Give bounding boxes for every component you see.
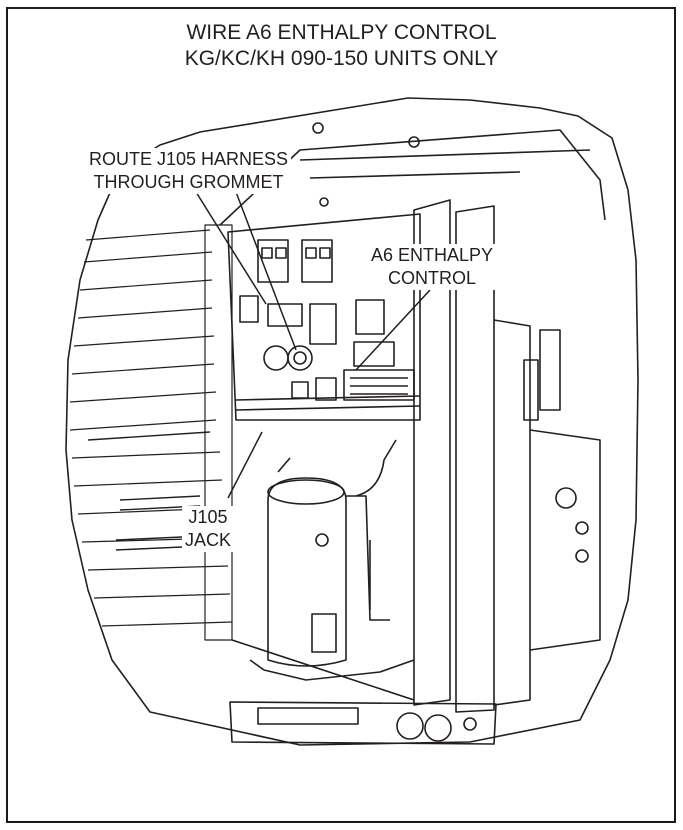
diagram-title-line-2: KG/KC/KH 090-150 UNITS ONLY	[184, 47, 499, 70]
leader-jack	[227, 431, 263, 499]
callout-harness: ROUTE J105 HARNESS THROUGH GROMMET	[86, 148, 292, 194]
callout-enthalpy-line-1: A6 ENTHALPY	[371, 245, 494, 265]
control-box	[227, 213, 421, 421]
callout-harness-line-1: ROUTE J105 HARNESS	[89, 149, 289, 169]
callout-harness-line-2: THROUGH GROMMET	[93, 172, 284, 192]
cutaway-outline	[65, 97, 639, 746]
callout-enthalpy-line-2: CONTROL	[388, 268, 477, 288]
callout-jack-line-1: J105	[188, 507, 228, 527]
callout-jack: J105 JACK	[182, 506, 235, 552]
front-post	[231, 199, 495, 713]
diagram-frame	[6, 7, 676, 823]
callout-jack-line-2: JACK	[185, 530, 232, 550]
leader-enthalpy	[355, 289, 431, 371]
callout-enthalpy-control: A6 ENTHALPY CONTROL	[368, 244, 497, 290]
leader-harness-2	[235, 191, 297, 351]
compressor	[267, 439, 397, 667]
diagram-title-line-1: WIRE A6 ENTHALPY CONTROL	[186, 21, 497, 44]
leader-harness-1	[195, 191, 267, 305]
right-cabinet	[493, 319, 601, 706]
base-rail	[229, 659, 497, 745]
